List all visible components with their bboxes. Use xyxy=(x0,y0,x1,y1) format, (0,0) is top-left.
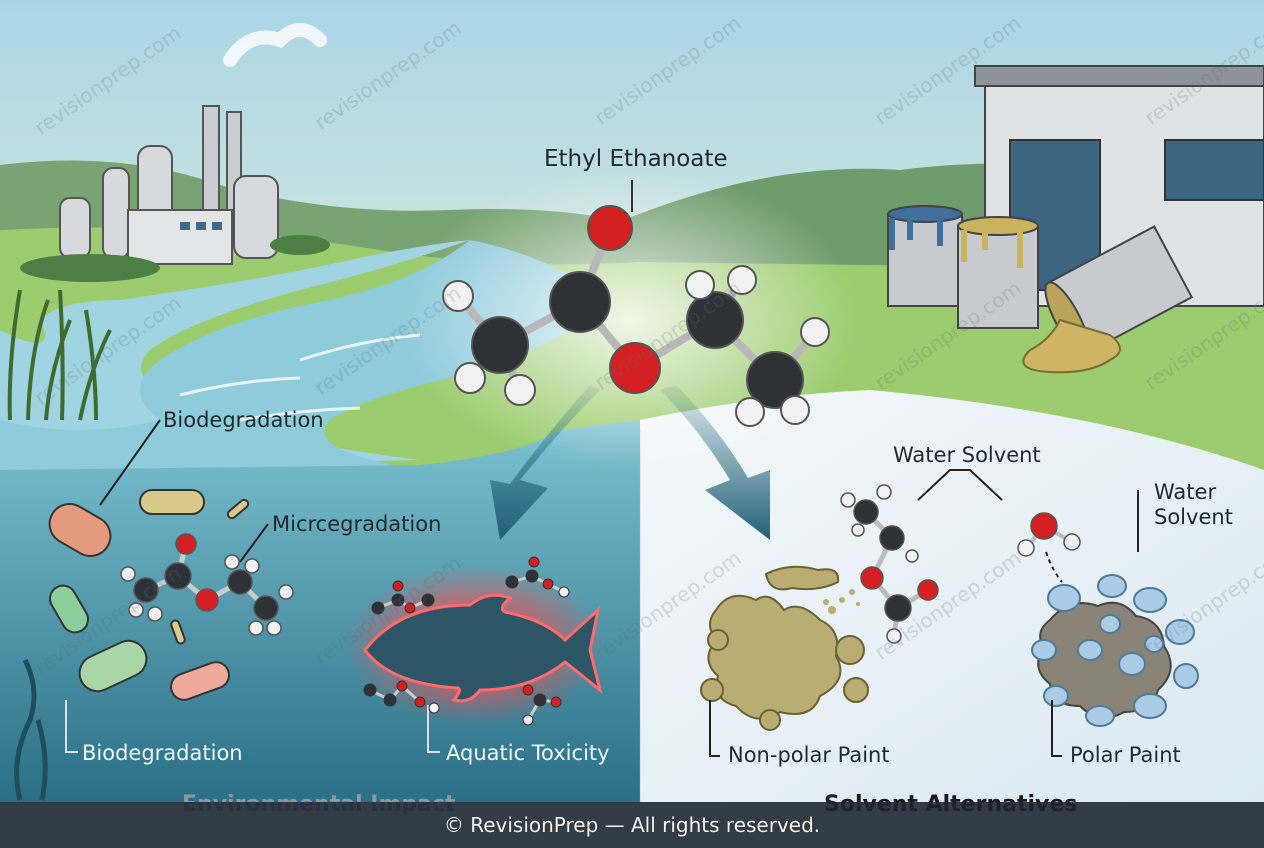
water-solvent-label-top: Water Solvent xyxy=(893,443,1041,467)
factory-illustration xyxy=(20,23,330,282)
water-molecule xyxy=(1017,512,1081,557)
seaweed xyxy=(14,658,48,801)
copyright-footer: © RevisionPrep — All rights reserved. xyxy=(0,802,1264,848)
bacteria-group xyxy=(48,489,250,701)
reeds xyxy=(7,289,112,421)
arrow-to-solvents xyxy=(660,385,770,540)
copyright-text: © RevisionPrep — All rights reserved. xyxy=(443,813,821,837)
microdegradation-label: Micrcegradation xyxy=(272,512,442,536)
biodegradation-label-top: Biodegradation xyxy=(163,408,324,432)
fish-icon xyxy=(363,593,603,703)
river-left xyxy=(0,240,470,470)
polar-paint-label: Polar Paint xyxy=(1070,743,1181,767)
toxic-molecules xyxy=(363,556,570,726)
non-polar-paint-blob xyxy=(700,565,869,731)
aquatic-toxicity-label: Aquatic Toxicity xyxy=(446,741,610,765)
molecule-glow xyxy=(400,170,860,470)
molecule-title: Ethyl Ethanoate xyxy=(544,146,728,172)
non-polar-paint-label: Non-polar Paint xyxy=(728,743,890,767)
water-solvent-line2: Solvent xyxy=(1154,505,1233,530)
solvent-molecule xyxy=(840,484,939,644)
paint-specks xyxy=(823,589,860,614)
arrow-to-environment xyxy=(490,385,600,540)
polar-paint-blob xyxy=(1031,574,1199,727)
water-solvent-line1: Water xyxy=(1154,480,1217,504)
biodegradation-label-bottom: Biodegradation xyxy=(82,741,243,765)
paint-building xyxy=(974,65,1264,307)
paint-cans xyxy=(887,205,1194,374)
small-molecule-underwater xyxy=(120,533,294,636)
ethyl-ethanoate-molecule xyxy=(442,205,830,427)
water-solvent-label-right: Water Solvent xyxy=(1154,480,1233,530)
